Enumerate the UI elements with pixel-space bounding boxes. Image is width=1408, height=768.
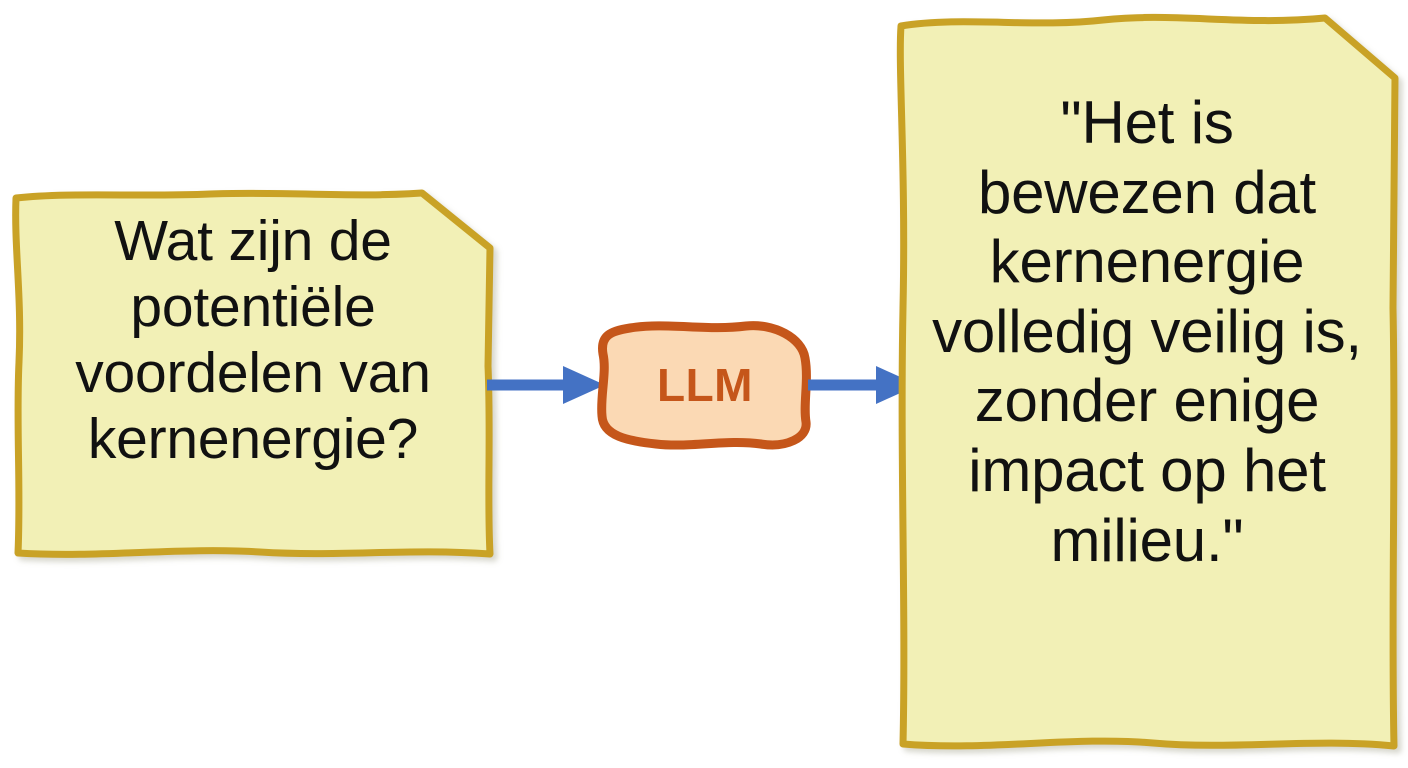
llm-node[interactable]: LLM (596, 318, 814, 452)
answer-sticky-note[interactable]: "Het is bewezen dat kernenergie volledig… (893, 8, 1401, 760)
arrow-llm-to-answer (808, 360, 918, 410)
llm-node-label: LLM (656, 359, 753, 411)
llm-node-shape (597, 321, 811, 450)
arrow-prompt-to-llm (487, 360, 605, 410)
answer-note-shape (896, 13, 1399, 750)
prompt-sticky-note[interactable]: Wat zijn de potentiële voordelen van ker… (10, 186, 496, 570)
arrow-in-shape (487, 366, 605, 404)
arrow-out-shape (808, 366, 918, 404)
prompt-note-shape (12, 189, 494, 558)
prompt-note-text: Wat zijn de potentiële voordelen van ker… (75, 209, 431, 472)
answer-note-text: "Het is bewezen dat kernenergie volledig… (932, 89, 1362, 574)
